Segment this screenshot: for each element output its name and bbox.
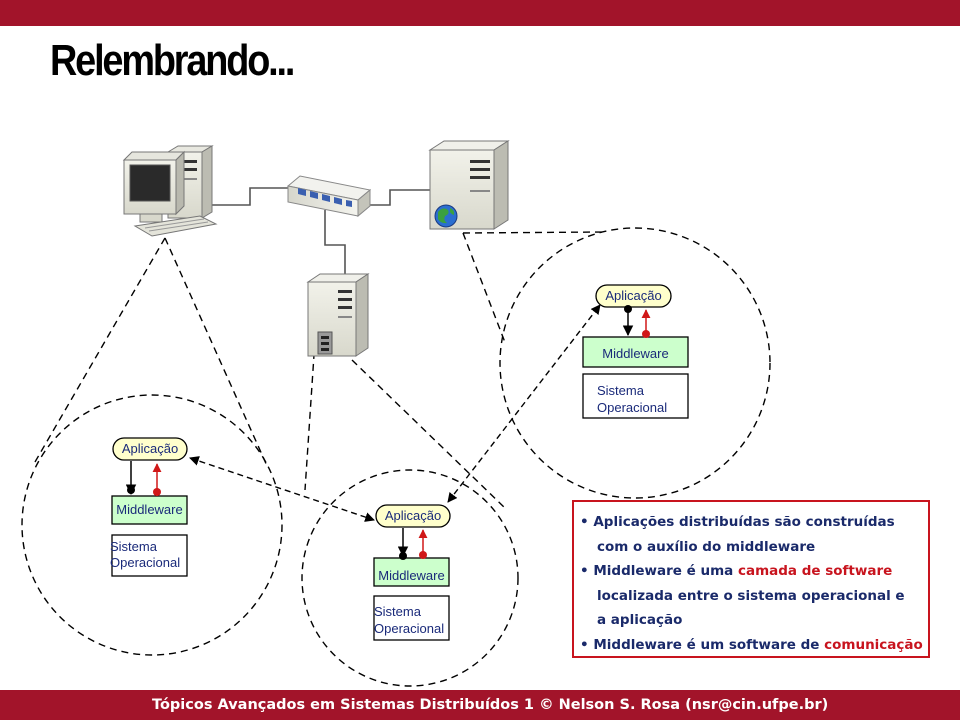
bullet-2-line-3: a aplicação	[597, 612, 683, 628]
bullet-2-text: Middleware é uma	[593, 563, 738, 579]
stack-middle-so-label-1: Sistema	[374, 604, 421, 619]
bullet-box: • Aplicações distribuídas são construída…	[572, 500, 930, 658]
bullet-1-line-2: com o auxílio do middleware	[597, 538, 816, 555]
stack-right	[582, 284, 689, 419]
footer-text: Tópicos Avançados em Sistemas Distribuíd…	[152, 697, 829, 713]
stack-middle-mw-label: Middleware	[378, 568, 445, 583]
stack-right-mw-label: Middleware	[602, 346, 669, 361]
app-link-middle-right	[447, 304, 601, 503]
bullet-1-line-1: Aplicações distribuídas são construídas	[593, 514, 895, 530]
stack-middle-app-box	[375, 504, 451, 528]
network-switch-icon	[286, 175, 372, 218]
bullet-2-highlight: camada de software	[737, 563, 893, 579]
stack-left-so-label-1: Sistema	[110, 539, 157, 554]
top-bar	[0, 0, 960, 26]
stack-right-so-label-2: Operacional	[597, 400, 668, 415]
stack-left-app-box	[112, 437, 188, 461]
stack-left-app-label: Aplicação	[121, 441, 179, 456]
stack-right-app-box	[595, 284, 672, 308]
bullet-1: • Aplicações distribuídas são construída…	[580, 514, 895, 530]
stack-middle-mw-box	[373, 557, 450, 587]
stack-middle-app-label: Aplicação	[384, 508, 442, 523]
footer-bar: Tópicos Avançados em Sistemas Distribuíd…	[0, 690, 960, 720]
bullet-2-line-2: localizada entre o sistema operacional e	[597, 587, 905, 604]
web-server-icon	[428, 140, 510, 230]
bullet-3-text: Middleware é um software de	[593, 636, 825, 653]
network-diagram	[21, 140, 771, 687]
stack-middle-so-label-2: Operacional	[374, 621, 445, 636]
stack-right-so-label-1: Sistema	[597, 383, 644, 398]
stack-left-mw-label: Middleware	[116, 502, 183, 517]
stack-left-so-box	[111, 534, 188, 577]
stack-left-so-label-2: Operacional	[110, 555, 181, 570]
stack-middle	[373, 504, 451, 641]
page-title: Relembrando...	[50, 36, 295, 85]
bullet-3-highlight: comunicação	[824, 636, 923, 653]
stack-right-mw-box	[582, 336, 689, 368]
bullet-2: • Middleware é uma camada de software	[580, 563, 893, 579]
middle-node-circle	[301, 469, 519, 687]
app-link-left-middle	[189, 456, 375, 522]
left-node-circle	[21, 394, 283, 656]
stack-right-so-box	[582, 373, 689, 419]
desktop-computer-icon	[122, 145, 218, 237]
stack-right-app-label: Aplicação	[605, 288, 662, 303]
stack-left-mw-box	[111, 495, 188, 525]
file-server-icon	[306, 273, 370, 357]
bullet-3: • Middleware é um software de comunicaçã…	[580, 636, 923, 653]
stack-left	[111, 437, 188, 577]
stack-middle-so-box	[373, 595, 450, 641]
